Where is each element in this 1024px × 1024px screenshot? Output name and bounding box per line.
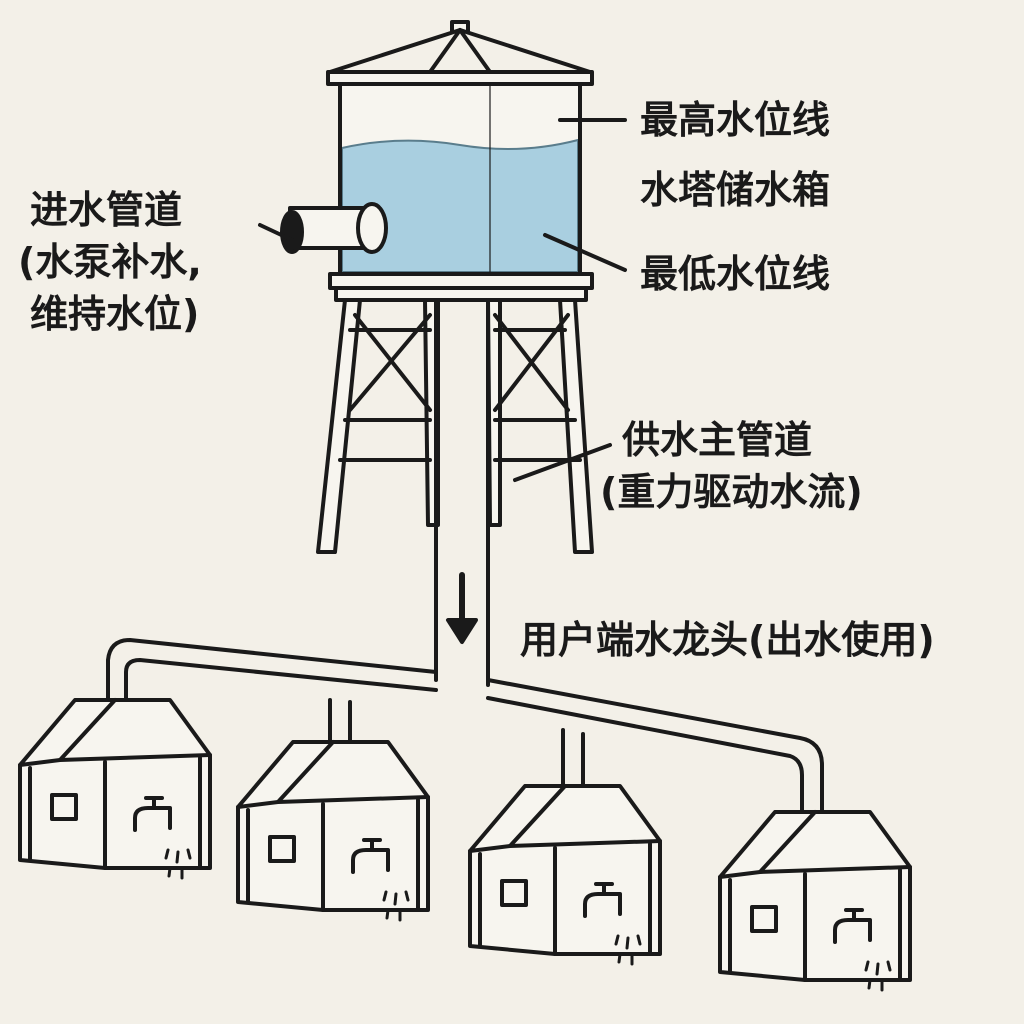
main-pipe	[434, 298, 490, 687]
flow-arrow-icon	[446, 572, 478, 644]
water-drops	[164, 848, 192, 880]
leader-inlet	[258, 223, 294, 242]
platform	[328, 272, 594, 290]
faucet-icon	[833, 908, 872, 944]
window	[50, 793, 78, 821]
inlet-pipe	[280, 202, 388, 254]
house-3	[468, 784, 662, 966]
house-4	[718, 810, 912, 992]
storage-tank	[338, 82, 582, 276]
house-1	[18, 698, 212, 880]
window	[268, 835, 296, 863]
leader-main-pipe	[513, 443, 612, 482]
label-min-level: 最低水位线	[640, 252, 831, 296]
label-main-pipe-line2: (重力驱动水流)	[600, 470, 863, 514]
water-drops	[864, 960, 892, 992]
leader-min-level	[543, 233, 627, 272]
window	[500, 879, 528, 907]
label-tank: 水塔储水箱	[640, 168, 831, 212]
label-inlet-line3: 维持水位)	[30, 292, 200, 336]
water-drops	[382, 890, 410, 922]
faucet-icon	[351, 838, 390, 874]
distribution-pipes	[106, 638, 824, 857]
tower-roof	[326, 20, 594, 86]
house-2	[236, 740, 430, 922]
label-inlet-title: 进水管道	[30, 188, 183, 232]
label-max-level: 最高水位线	[640, 98, 831, 142]
label-faucet: 用户端水龙头(出水使用)	[520, 618, 935, 662]
faucet-icon	[133, 796, 172, 832]
faucet-icon	[583, 882, 622, 918]
water-drops	[614, 934, 642, 966]
tower-legs	[316, 298, 594, 554]
window	[750, 905, 778, 933]
label-inlet-line2: (水泵补水,	[18, 240, 202, 284]
label-main-pipe-title: 供水主管道	[622, 418, 813, 462]
